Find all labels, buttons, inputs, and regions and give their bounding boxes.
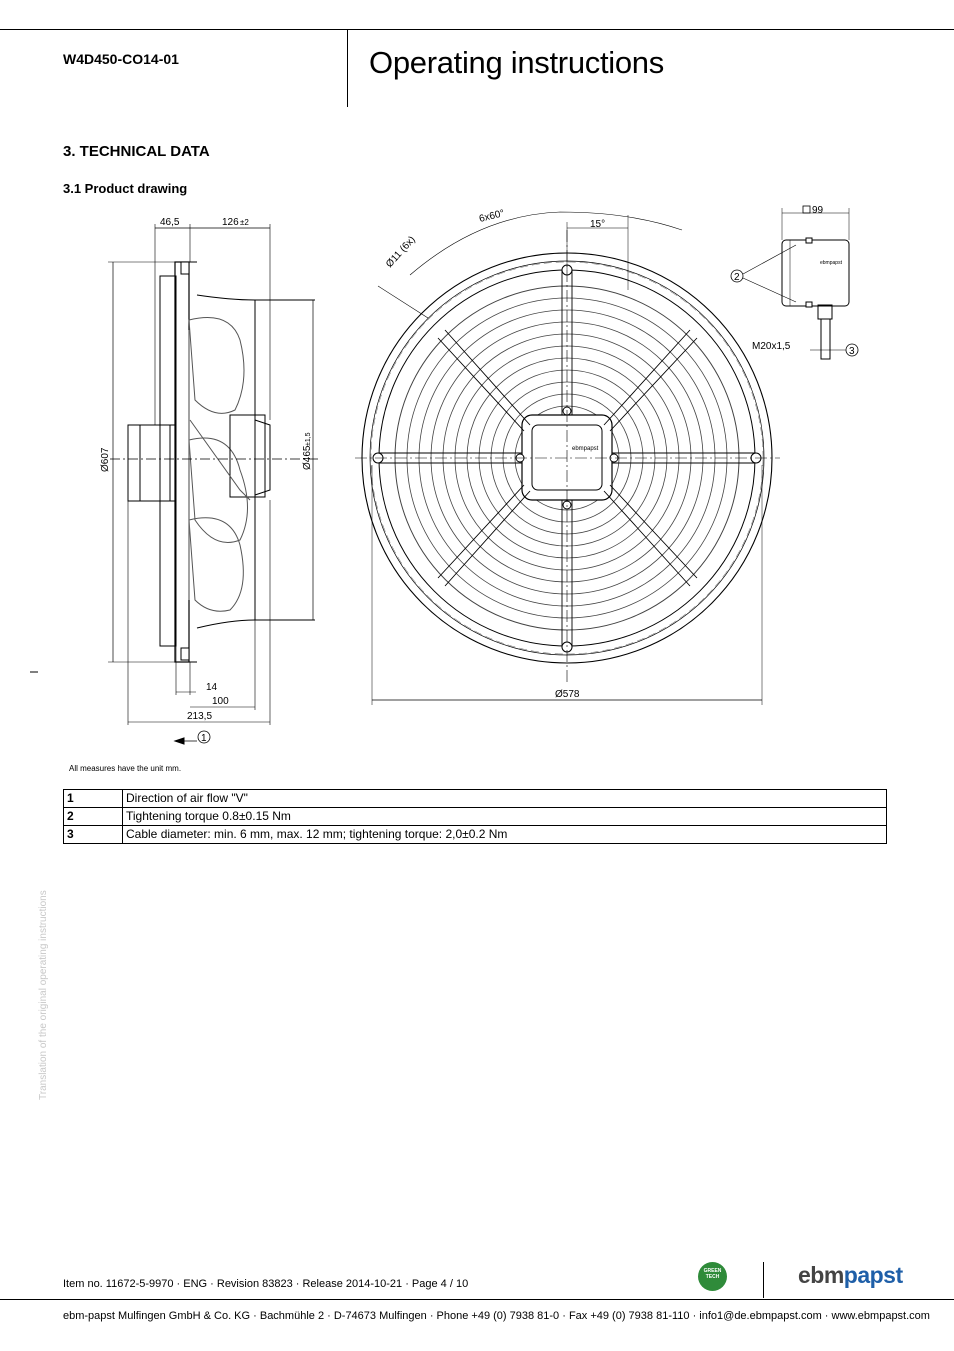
product-drawing: 46,5 126 ±2 Ø607 Ø465 ±1,5 14 100 213,5 … [30,205,859,745]
dim-inner-tol: ±1,5 [305,432,312,446]
callout-1: 1 [201,733,207,744]
item-info: Item no. 11672-5-9970 · ENG · Revision 8… [63,1278,469,1290]
mount-diameter: Ø578 [555,689,580,700]
dim-bottom-total: 213,5 [187,711,212,722]
angle-dim: 15° [590,219,605,230]
brand-part-2: papst [843,1262,903,1288]
terminal-box: ebmpapst 99 2 M20x1,5 3 [730,205,859,360]
model-number: W4D450-CO14-01 [63,51,179,67]
dim-inner-diameter: Ø465 [302,445,313,470]
green-tech-icon: GREEN TECH [698,1262,727,1291]
company-info: ebm-papst Mulfingen GmbH & Co. KG · Bach… [63,1310,930,1322]
note-number: 1 [63,789,123,808]
dim-top-right: 126 [222,217,239,228]
box-logo: ebmpapst [820,260,843,266]
measure-note: All measures have the unit mm. [69,764,182,773]
header-top-rule [0,29,954,30]
table-row: 2 Tightening torque 0.8±0.15 Nm [63,807,887,826]
section-title: 3. TECHNICAL DATA [63,143,210,160]
side-view: 46,5 126 ±2 Ø607 Ø465 ±1,5 14 100 213,5 … [30,217,320,745]
note-text: Cable diameter: min. 6 mm, max. 12 mm; t… [122,825,887,844]
callout-2: 2 [734,272,740,283]
dim-top-right-tol: ±2 [240,218,249,227]
footer-rule [0,1299,954,1300]
note-number: 2 [63,807,123,826]
subsection-title: 3.1 Product drawing [63,181,188,196]
note-text: Tightening torque 0.8±0.15 Nm [122,807,887,826]
gland-size: M20x1,5 [752,341,791,352]
front-view: ebmpapst 6x60° 15° Ø11 (6x) [355,208,780,705]
box-size: 99 [812,205,824,216]
hub-logo: ebmpapst [572,446,599,452]
note-number: 3 [63,825,123,844]
brand-logo: ebmpapst [798,1262,903,1289]
note-text: Direction of air flow "V" [122,789,887,808]
footer-logo-divider [763,1262,764,1298]
translation-note: Translation of the original operating in… [38,890,49,1100]
hole-diameter: Ø11 (6x) [384,234,418,270]
brand-part-1: ebm [798,1262,844,1288]
table-row: 1 Direction of air flow "V" [63,789,887,808]
table-row: 3 Cable diameter: min. 6 mm, max. 12 mm;… [63,825,887,844]
document-title: Operating instructions [369,45,664,80]
callout-3: 3 [849,346,855,357]
dim-bottom-mid: 100 [212,696,229,707]
dim-bottom-small: 14 [206,682,218,693]
header-divider [347,29,348,107]
badge-line-2: TECH [705,1274,720,1280]
dim-top-left: 46,5 [160,217,180,228]
badge-line-1: GREEN [703,1268,722,1274]
dim-outer-diameter: Ø607 [100,447,111,472]
notes-table: 1 Direction of air flow "V" 2 Tightening… [63,789,887,844]
